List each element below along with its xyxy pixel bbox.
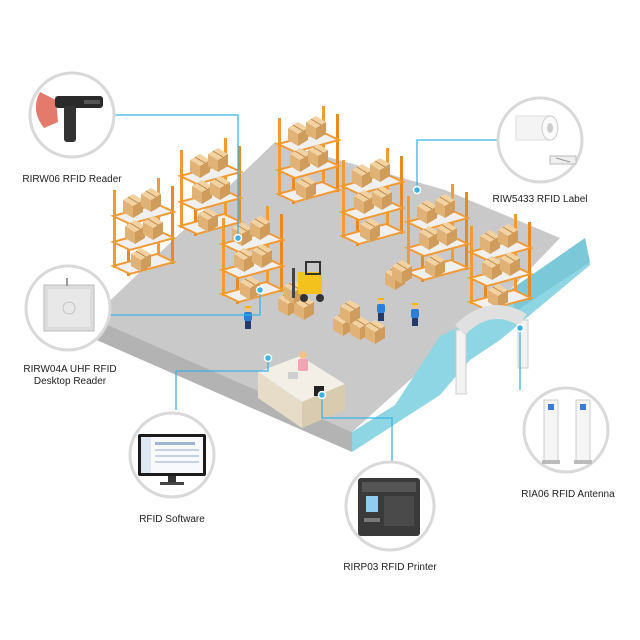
antenna-gate-icon bbox=[542, 399, 592, 464]
forklift bbox=[292, 261, 324, 302]
device-circle-label bbox=[496, 96, 584, 184]
device-circle-antenna bbox=[522, 386, 610, 474]
device-label-text: RIRW04A UHF RFID bbox=[23, 364, 117, 375]
desktop-reader-icon bbox=[43, 278, 95, 332]
label-roll-icon bbox=[515, 115, 577, 165]
worker bbox=[377, 298, 385, 321]
label-desktop-reader: RIRW04A UHF RFID Desktop Reader bbox=[14, 364, 126, 388]
connector-lines bbox=[108, 114, 521, 462]
device-label-text: RFID Software bbox=[139, 514, 205, 525]
label-reader: RIRW06 RFID Reader bbox=[16, 174, 128, 186]
connection-dots bbox=[233, 185, 525, 400]
device-label-text: RIA06 RFID Antenna bbox=[521, 489, 615, 500]
device-circle-desktop-reader bbox=[24, 264, 112, 352]
device-label-text: RIRP03 RFID Printer bbox=[343, 562, 437, 573]
device-circle-printer bbox=[344, 460, 436, 552]
storage-shelf bbox=[113, 178, 174, 276]
worker bbox=[411, 303, 419, 326]
device-label-text: RIW5433 RFID Label bbox=[492, 194, 588, 205]
device-label-text: Desktop Reader bbox=[33, 376, 107, 387]
reception-desk bbox=[258, 351, 345, 428]
label-rfid-label: RIW5433 RFID Label bbox=[484, 194, 596, 206]
handheld-reader-icon bbox=[35, 92, 103, 142]
label-software: RFID Software bbox=[116, 514, 228, 526]
label-printer: RIRP03 RFID Printer bbox=[334, 562, 446, 574]
printer-icon bbox=[358, 478, 420, 536]
device-label-text: RIRW06 RFID Reader bbox=[22, 174, 122, 185]
label-antenna: RIA06 RFID Antenna bbox=[508, 489, 628, 501]
device-circle-reader bbox=[28, 71, 116, 159]
antenna-gate bbox=[455, 305, 529, 395]
device-circle-software bbox=[128, 411, 216, 499]
worker bbox=[244, 306, 252, 329]
monitor-icon bbox=[138, 434, 206, 485]
